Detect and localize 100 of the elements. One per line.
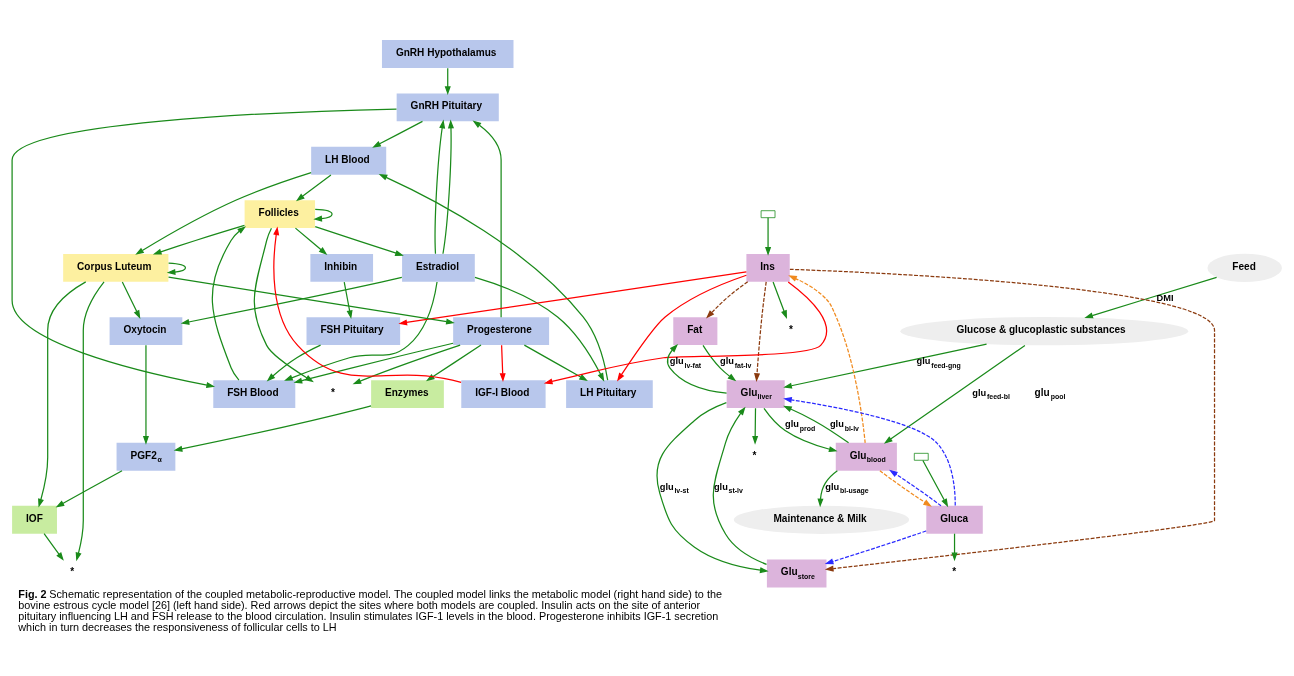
arrow — [754, 280, 767, 382]
node-box: LH Blood — [311, 146, 387, 175]
edge-label: glu$_{bl-usage}$ — [825, 481, 869, 494]
arrow — [180, 276, 403, 325]
node-box: Fat — [673, 316, 718, 345]
arrow — [293, 342, 454, 384]
node-box: Oxytocin — [109, 316, 183, 345]
arrow — [783, 343, 988, 389]
arrow — [398, 270, 747, 325]
arrow — [444, 67, 451, 95]
arrow — [666, 343, 728, 394]
arrow — [617, 274, 747, 382]
node-box: Glu$_{liver}$ — [726, 379, 785, 408]
arrow — [273, 225, 462, 383]
node-ellipse: Maintenance & Milk — [733, 505, 910, 534]
arrow — [425, 344, 482, 381]
arrow — [656, 401, 769, 573]
arrow — [783, 405, 850, 443]
node-text: * — [788, 323, 793, 335]
arrow — [922, 459, 949, 507]
node-box: Progesterone — [453, 316, 550, 345]
arrow — [763, 407, 838, 452]
node-box: FSH Pituitary — [306, 316, 401, 345]
node-text: * — [70, 565, 75, 577]
arrow — [499, 344, 506, 382]
arrow — [788, 274, 866, 443]
edge-label: glu$_{bl-lv}$ — [829, 418, 859, 432]
arrow — [372, 120, 424, 148]
label: glu$_{pool}$ — [1034, 386, 1066, 400]
arrow — [879, 469, 932, 507]
node-box: IGF-I Blood — [461, 379, 546, 408]
arrow — [313, 208, 333, 222]
node-box: PGF2$_{α}$ — [116, 442, 176, 471]
edge-label: glu$_{lv-fat}$ — [669, 355, 702, 369]
node-box: Corpus Luteum — [63, 253, 169, 282]
arrow — [152, 224, 246, 255]
arrow — [135, 171, 312, 255]
edge-label: glu$_{lv-st}$ — [659, 481, 689, 494]
arrow — [253, 227, 314, 382]
edge-label: glu$_{feed-bl}$ — [972, 387, 1010, 400]
arrow — [752, 407, 759, 445]
edge-label: DMI — [1156, 292, 1174, 303]
edge-label: glu$_{prod}$ — [785, 418, 816, 432]
node-box — [760, 209, 776, 218]
arrow — [824, 529, 927, 564]
arrow — [38, 280, 87, 508]
arrow — [883, 344, 1026, 444]
node-text: * — [952, 565, 957, 577]
edge-label: glu$_{feed-gng}$ — [916, 355, 961, 369]
arrow — [765, 216, 772, 256]
arrow — [712, 406, 768, 565]
node-box: Glu$_{blood}$ — [835, 442, 897, 471]
node-box: GnRH Hypothalamus — [381, 39, 514, 68]
arrow — [296, 173, 332, 201]
node-box: Enzymes — [371, 379, 444, 408]
node-box — [913, 452, 929, 461]
arrow — [55, 469, 123, 507]
node-box: Estradiol — [402, 253, 475, 282]
arrow — [772, 280, 787, 319]
arrow — [314, 225, 404, 256]
arrow — [378, 173, 609, 381]
arrow — [702, 344, 737, 381]
arrow — [121, 280, 141, 319]
arrow — [11, 107, 398, 388]
arrow — [167, 276, 455, 325]
node-box: Follicles — [244, 199, 316, 228]
arrow — [434, 119, 446, 254]
node-text: * — [752, 449, 757, 461]
caption: Fig. 2 Schematic representation of the coupled metabolic-reproductive model. The coupled model links the metabolic model (right hand side) to the bovine estrous cycle model [26] (left hand side). Red arrows depict the sites where both models are coupled. Insulin acts on the site of anterior pituitary influencing LH and FSH release to the blood circulation. Insulin stimulates IGF-1 levels in the blood. Progesterone inhibits IGF-1 secretion which in turn decreases the responsiveness of follicular cells to LH — [18, 587, 722, 633]
arrow — [889, 469, 942, 506]
node-box: GnRH Pituitary — [396, 93, 499, 121]
arrow — [706, 280, 749, 319]
arrow — [166, 262, 187, 275]
node-box: Glu$_{store}$ — [766, 559, 827, 587]
node-box: Inhibin — [310, 253, 374, 282]
edge-label: glu$_{st-lv}$ — [713, 481, 743, 494]
node-box: FSH Blood — [213, 379, 296, 408]
node-box: IOF — [12, 505, 57, 534]
arrow — [142, 344, 149, 445]
arrow — [43, 532, 64, 561]
arrow — [543, 280, 828, 384]
node-box: Ins — [746, 253, 790, 282]
arrow — [474, 276, 605, 382]
arrow — [266, 344, 322, 381]
arrow — [789, 268, 1216, 572]
edge-label: glu$_{fat-lv}$ — [720, 355, 752, 369]
node-text: * — [330, 386, 335, 398]
node-ellipse: Glucose & glucoplastic substances — [900, 316, 1189, 345]
arrow — [75, 280, 105, 561]
arrow — [211, 225, 247, 381]
arrow — [817, 469, 838, 507]
node-ellipse: Feed — [1207, 253, 1282, 282]
arrow — [284, 280, 438, 381]
arrow — [343, 280, 353, 319]
arrow — [173, 404, 372, 452]
arrow — [442, 119, 454, 254]
node-box: LH Pituitary — [566, 379, 653, 408]
arrow — [523, 344, 588, 381]
arrow — [294, 227, 328, 255]
arrow — [472, 119, 502, 318]
